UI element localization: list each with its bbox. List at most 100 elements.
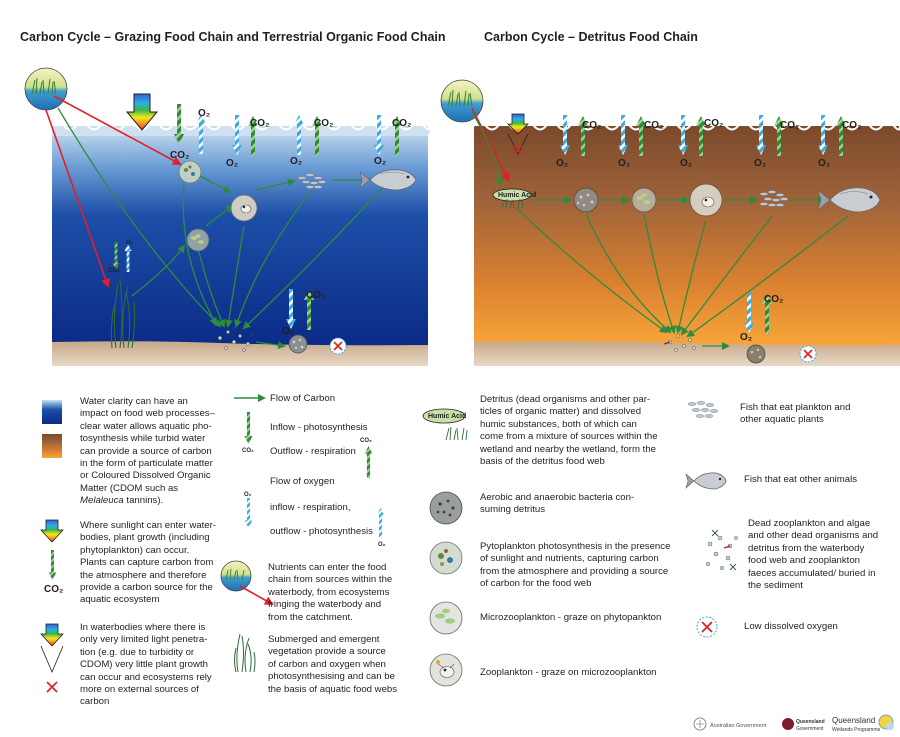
limited-light-text: In waterbodies where there is only very …	[80, 622, 212, 708]
queensland-wetlands-label-2: Wetlands Programme	[832, 727, 880, 733]
carbon-flow-arrow	[585, 213, 672, 334]
australian-government-label: Australian Government	[710, 723, 767, 729]
co2-label: CO₂	[242, 448, 254, 454]
humic-acid-label: Humic Acid	[428, 413, 466, 420]
footer-logos: Australian Government Queensland Governm…	[693, 714, 894, 733]
o2-label: O₂	[618, 158, 630, 169]
o2-label: O₂	[374, 156, 386, 167]
plankton-eating-fish-text: Fish that eat plankton and other aquatic…	[740, 402, 851, 426]
co2-label: CO₂	[314, 118, 333, 129]
o2-label: O₂	[556, 158, 568, 169]
carbon-flow-arrow	[197, 247, 226, 328]
o2-label: O₂	[290, 156, 302, 167]
queensland-wetlands-logo: Queensland Wetlands Programme	[832, 714, 894, 733]
carbon-flow-arrow	[675, 219, 707, 334]
grazing-food-chain-diagram: CO₂ O₂ CO₂ O₂ CO₂ O₂ CO₂ O₂ CO₂ O₂	[24, 67, 430, 366]
predatory-fish-icon	[359, 169, 417, 191]
carbon-flow-arrow	[686, 215, 849, 338]
flow-legend-icons: CO₂ CO₂ O₂ O₂	[234, 394, 386, 548]
limited-light-legend-icon	[40, 623, 64, 693]
right-panel-title: Carbon Cycle – Detritus Food Chain	[484, 30, 698, 44]
catchment-circle-icon	[440, 79, 484, 123]
predatory-fish-legend-icon	[685, 472, 727, 490]
humic-acid-legend-icon: Humic Acid	[422, 408, 468, 441]
carbon-flow-arrow	[242, 187, 383, 330]
o2-label: O₂	[740, 332, 752, 343]
left-panel-title: Carbon Cycle – Grazing Food Chain and Te…	[20, 30, 446, 44]
humic-acid-icon: Humic Acid	[492, 188, 536, 209]
carbon-flow-arrow	[471, 111, 504, 186]
nutrient-arrow	[45, 109, 110, 288]
co2-label: CO₂	[108, 268, 120, 274]
low-dissolved-oxygen-legend-icon	[696, 616, 718, 638]
carbon-flow-arrow	[234, 189, 313, 328]
bacteria-icon	[288, 334, 308, 354]
microzooplankton-legend-icon	[429, 601, 463, 635]
co2-label: CO₂	[44, 584, 63, 595]
co2-label: CO₂	[644, 120, 663, 131]
low-dissolved-oxygen-icon	[329, 337, 347, 355]
co2-label: CO₂	[170, 150, 189, 161]
o2-label: O₂	[818, 158, 830, 169]
dead-zooplankton-detritus-icon	[663, 334, 696, 352]
catchment-circle-icon	[24, 67, 68, 111]
zooplankton-icon	[230, 194, 258, 222]
detritus-text: Detritus (dead organisms and other par- …	[480, 394, 658, 468]
bacteria-legend-icon	[429, 491, 463, 525]
co2-label: CO₂	[780, 120, 799, 131]
sunlight-arrow-icon	[125, 93, 159, 131]
carbon-flow-arrow	[680, 215, 773, 336]
submerged-vegetation-icon	[110, 277, 136, 349]
queensland-government-label-2: Government	[796, 726, 824, 732]
predatory-fish-text: Fish that eat other animals	[744, 474, 858, 485]
carbon-flow-arrow	[131, 244, 186, 297]
co2-label: CO₂	[360, 438, 372, 444]
o2-label: O₂	[378, 542, 386, 548]
plankton-eating-fish-icon	[759, 190, 789, 207]
nutrients-text: Nutrients can enter the food chain from …	[268, 562, 393, 623]
nutrient-arrow	[53, 95, 182, 165]
flow-of-oxygen-label: Flow of oxygen	[270, 476, 335, 487]
co2-label: CO₂	[582, 120, 601, 131]
vegetation-legend-icon	[234, 633, 256, 673]
queensland-wetlands-label-1: Queensland	[832, 716, 875, 725]
vegetation-text: Submerged and emergent vegetation provid…	[268, 634, 398, 695]
plankton-eating-fish-icon	[297, 173, 327, 189]
co2-label: CO₂	[764, 294, 783, 305]
humic-acid-label: Humic Acid	[498, 192, 536, 199]
microzooplankton-icon	[186, 228, 210, 252]
water-clarity-swatches	[42, 400, 62, 458]
zooplankton-legend-icon	[429, 653, 463, 687]
low-dissolved-oxygen-text: Low dissolved oxygen	[744, 621, 838, 632]
carbon-flow-arrow	[515, 207, 668, 334]
sunlight-legend-icon: CO₂	[40, 519, 64, 595]
o2-label: O₂	[126, 240, 134, 246]
o2-label: O₂	[680, 158, 692, 169]
zooplankton-icon	[689, 183, 723, 217]
queensland-government-logo: Queensland Government	[782, 718, 825, 732]
nutrients-legend-icon	[220, 560, 274, 605]
microzooplankton-text: Microzooplankton - graze on phytopankton	[480, 612, 662, 623]
turbid-water-body	[474, 126, 900, 348]
o2-label: O₂	[226, 158, 238, 169]
zooplankton-text: Zooplankton - graze on microzooplankton	[480, 667, 657, 678]
bacteria-icon	[746, 344, 766, 364]
microzooplankton-icon	[631, 187, 657, 213]
dead-zooplankton-text: Dead zooplankton and algae and other dea…	[748, 518, 879, 592]
queensland-government-label-1: Queensland	[796, 719, 825, 725]
carbon-flow-arrow	[255, 178, 296, 191]
co2-label: CO₂	[842, 120, 861, 131]
sunlight-text: Where sunlight can enter water- bodies, …	[80, 520, 216, 606]
phytoplankton-icon	[178, 160, 202, 184]
carbon-flow-arrow	[643, 213, 676, 334]
plankton-eating-fish-legend-icon	[687, 401, 719, 418]
inflow-respiration-label: inflow - respiration,	[270, 502, 351, 513]
o2-label: O₂	[754, 158, 766, 169]
phytoplankton-legend-icon	[429, 541, 463, 575]
limited-sunlight-arrow-icon	[507, 113, 529, 155]
sediment-layer	[474, 341, 900, 366]
inflow-photosynthesis-label: Inflow - photosynthesis	[270, 422, 368, 433]
carbon-flow-arrow	[224, 225, 245, 328]
co2-label: CO₂	[704, 118, 723, 129]
co2-label: CO₂	[306, 290, 325, 301]
